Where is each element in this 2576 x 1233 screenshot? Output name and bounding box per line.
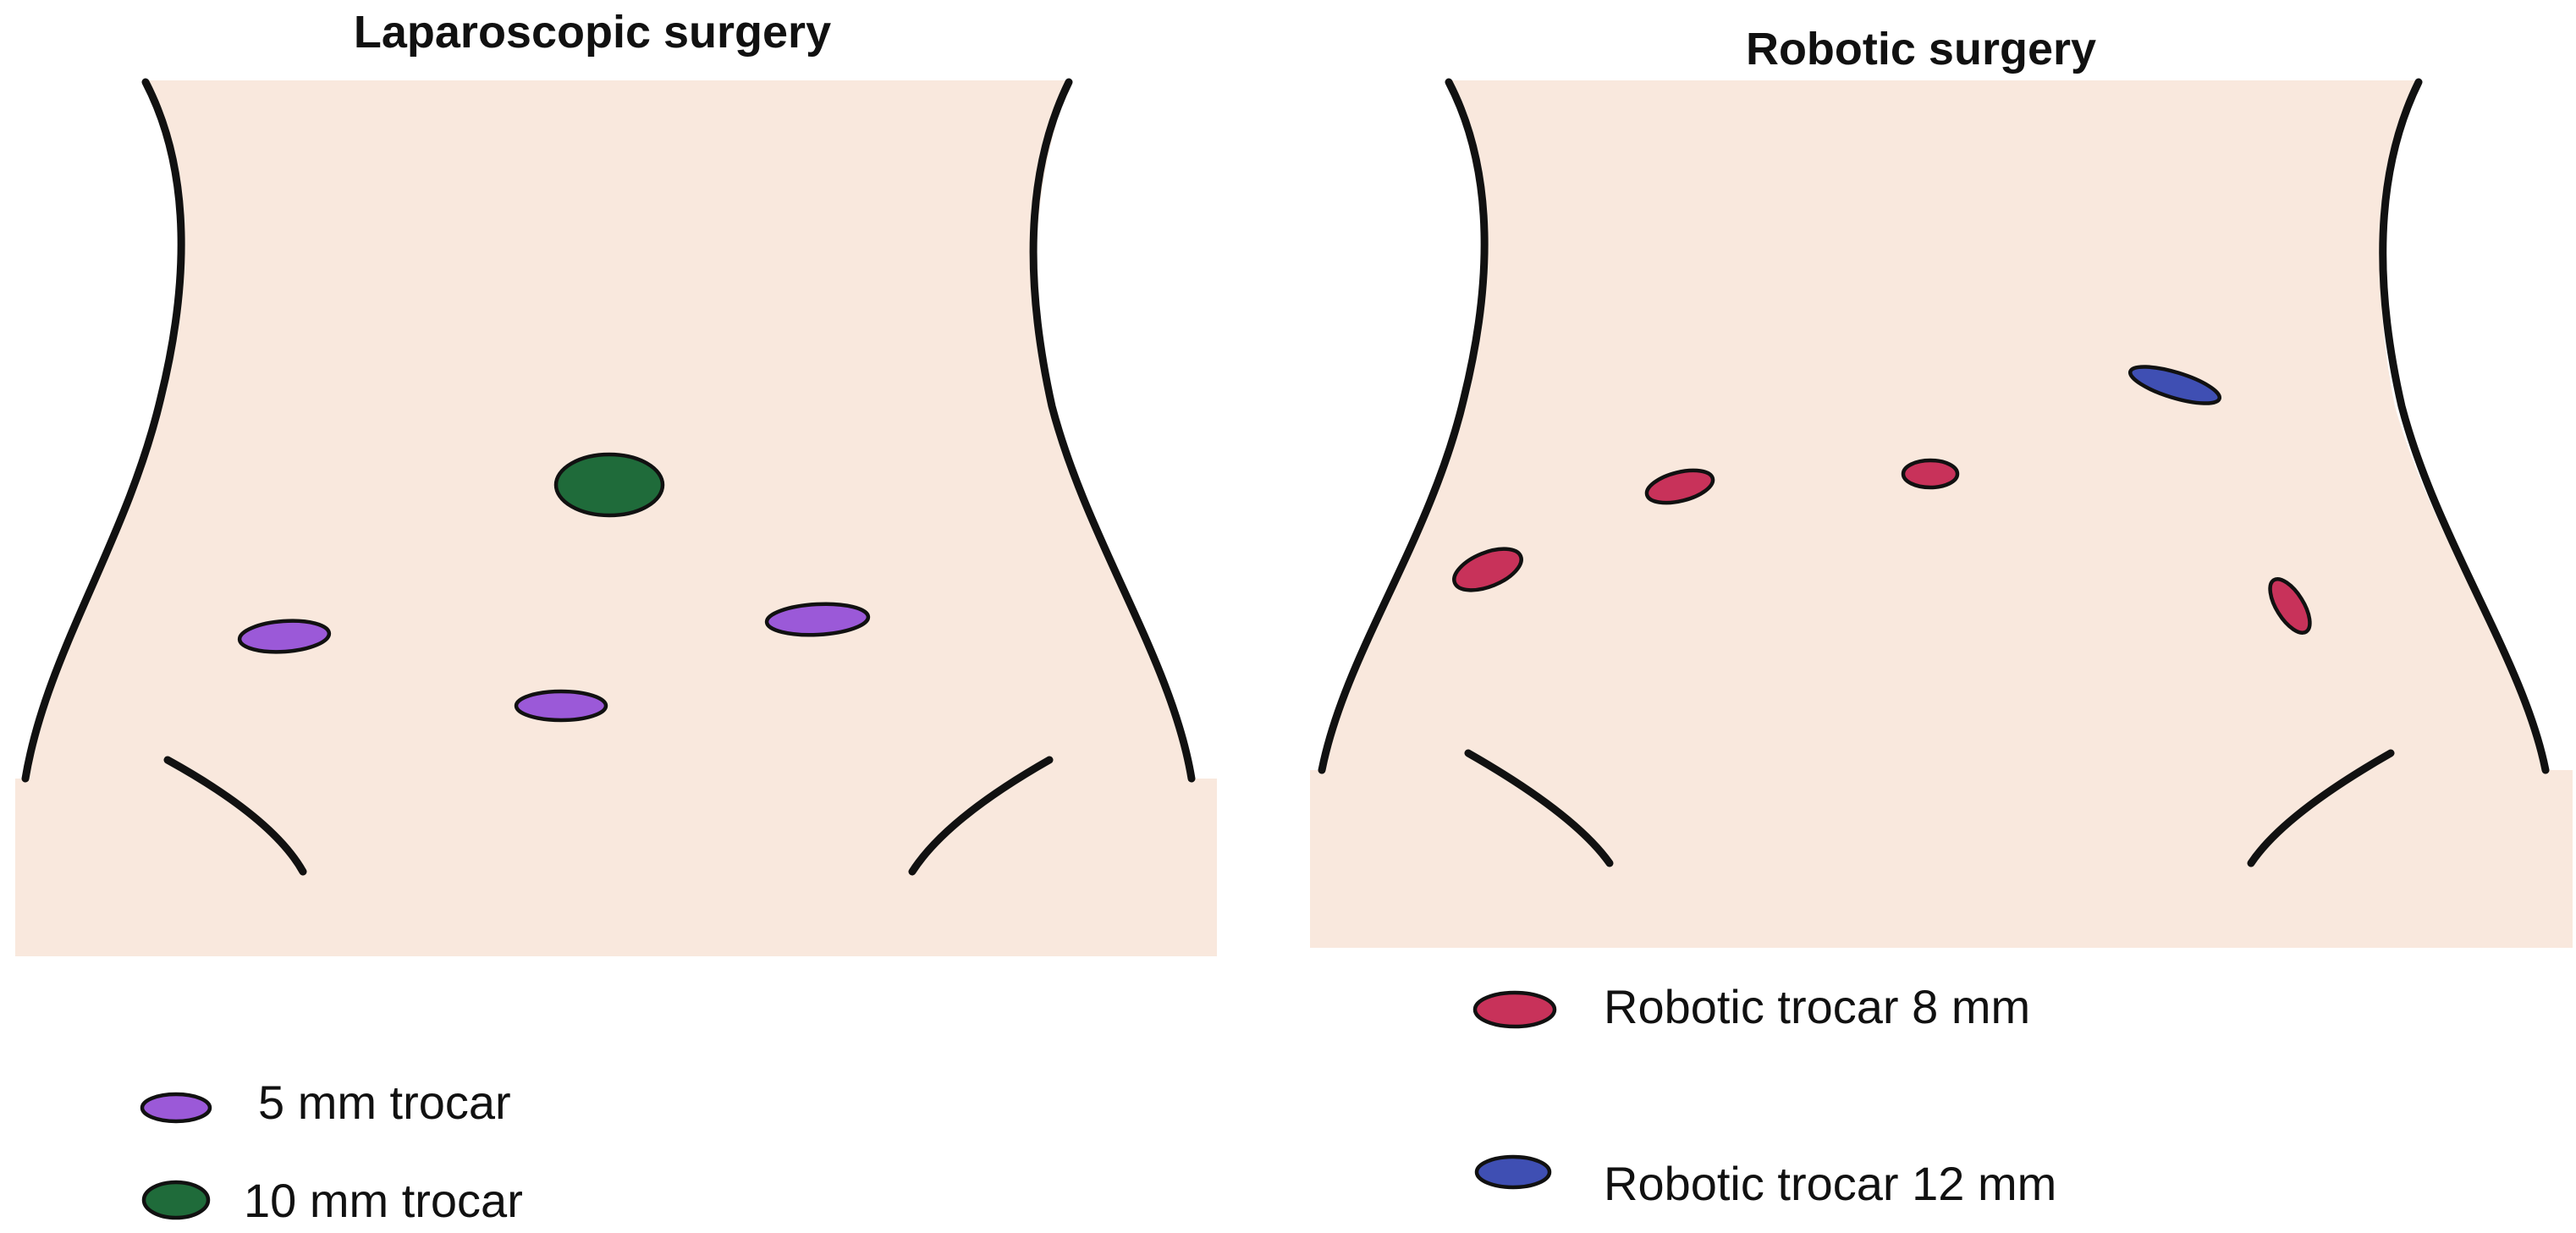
laparoscopic-right-waist <box>1029 78 1196 783</box>
robotic-port-12mm <box>2127 365 2222 405</box>
robotic-port-8mm-right <box>2268 577 2312 635</box>
laparoscopic-right-groin-line <box>908 756 1054 876</box>
laparoscopic-title: Laparoscopic surgery <box>354 7 831 58</box>
robotic-port-8mm-left <box>1644 468 1715 505</box>
laparoscopic-legend: 5 mm trocar 10 mm trocar <box>140 1076 523 1227</box>
legend-item-5mm: 5 mm trocar <box>140 1076 511 1129</box>
legend-label-10mm: 10 mm trocar <box>244 1174 523 1227</box>
legend-swatch-robotic-12mm <box>1474 1154 1552 1190</box>
legend-label-robotic-8mm: Robotic trocar 8 mm <box>1604 980 2030 1033</box>
robotic-port-8mm-far-left <box>1452 547 1523 592</box>
robotic-left-groin-line <box>1464 749 1614 867</box>
robotic-title: Robotic surgery <box>1746 24 2096 74</box>
laparoscopic-left-waist <box>21 78 185 783</box>
legend-label-robotic-12mm: Robotic trocar 12 mm <box>1604 1157 2056 1210</box>
robotic-legend: Robotic trocar 8 mm Robotic trocar 12 mm <box>1472 980 2056 1210</box>
legend-item-robotic-12mm: Robotic trocar 12 mm <box>1474 1154 2056 1210</box>
legend-swatch-10mm <box>141 1180 211 1220</box>
legend-swatch-5mm <box>140 1092 212 1124</box>
port-5mm-right <box>764 602 871 637</box>
port-5mm-lower <box>514 689 608 723</box>
robotic-port-8mm-center <box>1901 458 1960 490</box>
legend-item-10mm: 10 mm trocar <box>141 1174 523 1227</box>
legend-label-5mm: 5 mm trocar <box>258 1076 511 1129</box>
laparoscopic-torso <box>15 80 1217 956</box>
robotic-panel: Robotic surgery <box>1310 24 2573 948</box>
laparoscopic-panel: Laparoscopic surgery <box>15 7 1217 956</box>
robotic-right-groin-line <box>2247 749 2395 867</box>
laparoscopic-left-groin-line <box>163 756 307 876</box>
robotic-right-waist <box>2379 78 2550 774</box>
port-10mm-umbilical <box>553 452 665 518</box>
legend-item-robotic-8mm: Robotic trocar 8 mm <box>1472 980 2030 1033</box>
port-5mm-left <box>237 619 332 654</box>
legend-swatch-robotic-8mm <box>1472 990 1557 1029</box>
robotic-left-waist <box>1318 78 1489 774</box>
robotic-torso <box>1310 80 2573 948</box>
